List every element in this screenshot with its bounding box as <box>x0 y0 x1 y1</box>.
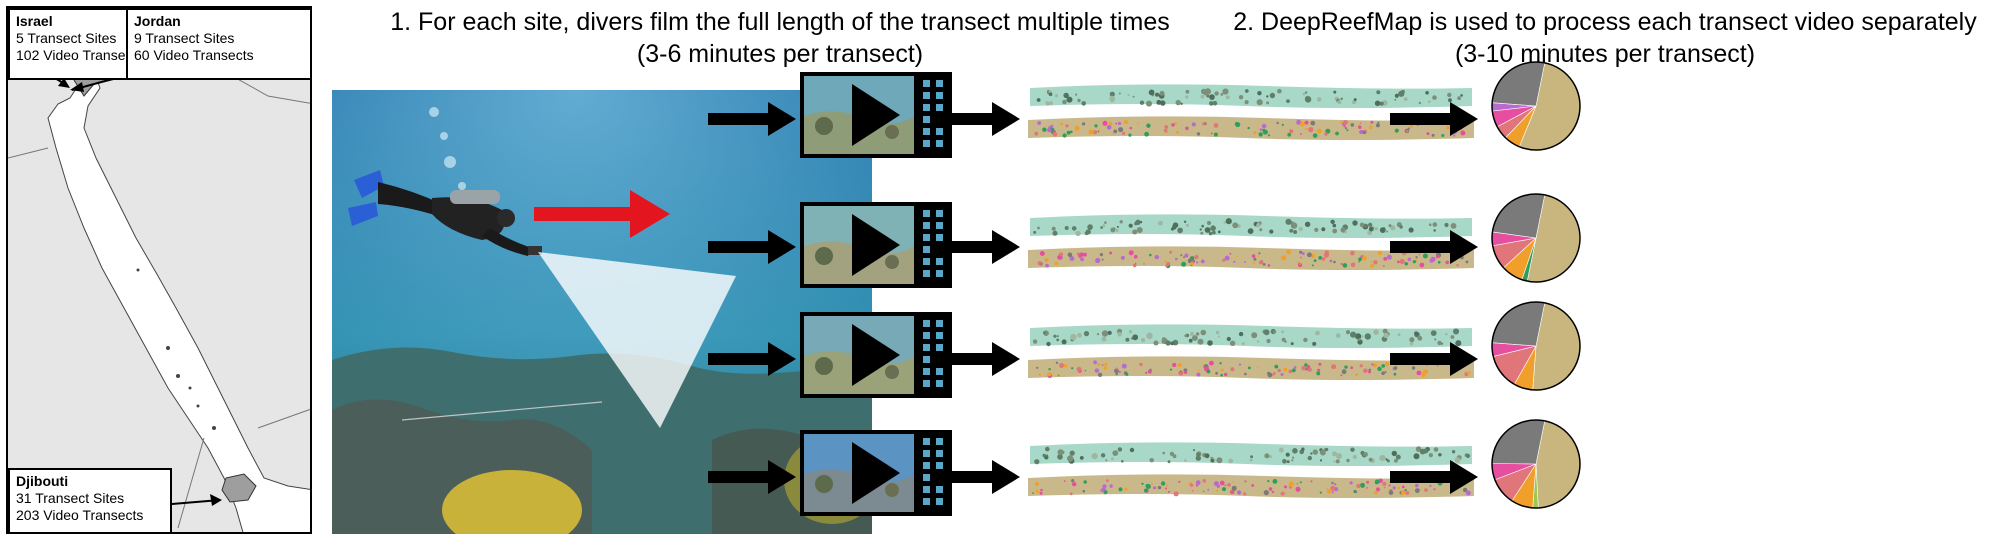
flow-arrow-to-video <box>708 230 796 264</box>
djibouti-sites: 31 Transect Sites <box>16 490 125 506</box>
step2-heading: 2. DeepReefMap is used to process each t… <box>1230 6 1980 70</box>
video-thumbnail <box>800 202 952 288</box>
flow-arrow-to-video <box>708 460 796 494</box>
video-thumbnail <box>800 430 952 516</box>
photo-mosaic-strip <box>1030 442 1472 466</box>
pie-slice <box>1491 61 1546 107</box>
reef-map-pair <box>1026 322 1476 384</box>
benthic-cover-pie <box>1491 193 1581 283</box>
sea-shape <box>47 71 310 532</box>
jordan-name: Jordan <box>134 13 181 29</box>
step2-line2: (3-10 minutes per transect) <box>1454 40 1756 68</box>
reef-map-pair <box>1026 440 1476 502</box>
play-icon <box>852 324 900 386</box>
israel-callout: Israel 5 Transect Sites 102 Video Transe… <box>8 8 144 80</box>
camera-field-of-view <box>538 252 736 428</box>
segmentation-strip <box>1028 116 1474 140</box>
flow-arrow-to-pie <box>1390 460 1478 494</box>
djibouti-name: Djibouti <box>16 473 69 489</box>
diver-illustration <box>332 90 872 534</box>
djibouti-highlight <box>221 473 257 503</box>
pie-slice <box>1491 419 1546 465</box>
red-sea-map: Israel 5 Transect Sites 102 Video Transe… <box>6 6 312 534</box>
motion-arrow <box>534 190 670 238</box>
djibouti-callout: Djibouti 31 Transect Sites 203 Video Tra… <box>8 468 172 532</box>
red-sea-map-graphic <box>8 8 310 532</box>
benthic-cover-pie <box>1491 301 1581 391</box>
play-icon <box>852 84 900 146</box>
israel-name: Israel <box>16 13 53 29</box>
flow-arrow-to-map <box>932 460 1020 494</box>
segmentation-strip <box>1028 246 1474 270</box>
flow-arrow-to-video <box>708 342 796 376</box>
flow-arrow-to-map <box>932 102 1020 136</box>
video-thumbnail <box>800 312 952 398</box>
reef-map-pair <box>1026 212 1476 274</box>
djibouti-transects: 203 Video Transects <box>16 507 144 523</box>
israel-transects: 102 Video Transects <box>16 47 144 63</box>
diver-photo <box>332 90 872 534</box>
pie-slice <box>1535 420 1581 509</box>
segmentation-strip <box>1028 474 1474 498</box>
pie-slice <box>1492 193 1546 239</box>
segmentation-strip <box>1028 356 1474 380</box>
flow-arrow-to-map <box>932 230 1020 264</box>
benthic-cover-pie <box>1491 419 1581 509</box>
flow-arrow-to-video <box>708 102 796 136</box>
step1-line2: (3-6 minutes per transect) <box>636 40 924 68</box>
flow-arrow-to-pie <box>1390 230 1478 264</box>
video-thumbnail <box>800 72 952 158</box>
israel-sites: 5 Transect Sites <box>16 30 117 46</box>
flow-arrow-to-map <box>932 342 1020 376</box>
benthic-cover-pie <box>1491 61 1581 151</box>
jordan-transects: 60 Video Transects <box>134 47 254 63</box>
jordan-callout: Jordan 9 Transect Sites 60 Video Transec… <box>126 8 310 80</box>
reef-map-pair <box>1026 82 1476 144</box>
flow-arrow-to-pie <box>1390 102 1478 136</box>
jordan-sites: 9 Transect Sites <box>134 30 235 46</box>
play-icon <box>852 214 900 276</box>
step2-line1: 2. DeepReefMap is used to process each t… <box>1233 8 1977 36</box>
pie-slice <box>1491 301 1546 347</box>
flow-arrow-to-pie <box>1390 342 1478 376</box>
play-icon <box>852 442 900 504</box>
step1-heading: 1. For each site, divers film the full l… <box>330 6 1230 70</box>
step1-line1: 1. For each site, divers film the full l… <box>390 8 1170 36</box>
